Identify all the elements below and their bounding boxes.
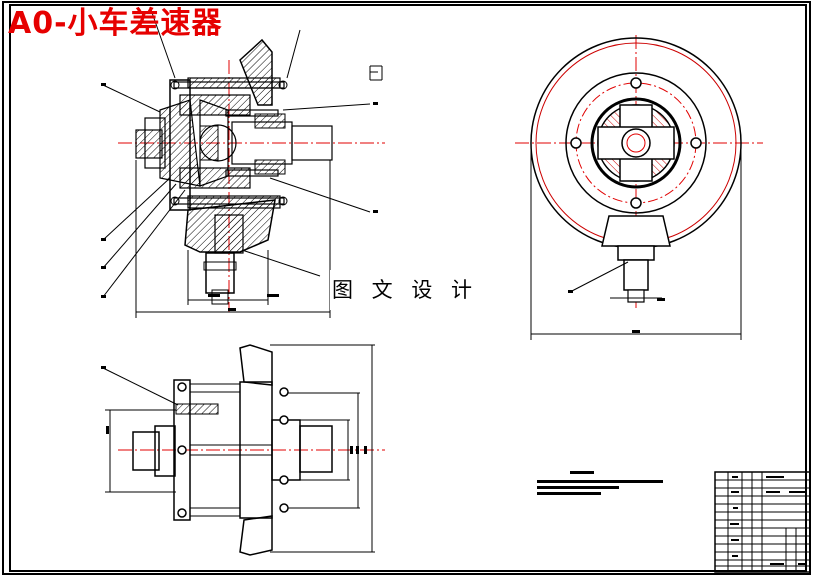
technical-requirements [537, 471, 663, 495]
front-section-view [101, 6, 385, 318]
top-view [101, 344, 385, 556]
watermark-label: 图 文 设 计 [330, 270, 480, 310]
side-view [515, 35, 763, 340]
drawing-title: A0-小车差速器 [8, 6, 223, 41]
surface-finish-symbol-icon [369, 65, 383, 81]
drawing-border [9, 4, 807, 572]
title-block [714, 471, 811, 573]
